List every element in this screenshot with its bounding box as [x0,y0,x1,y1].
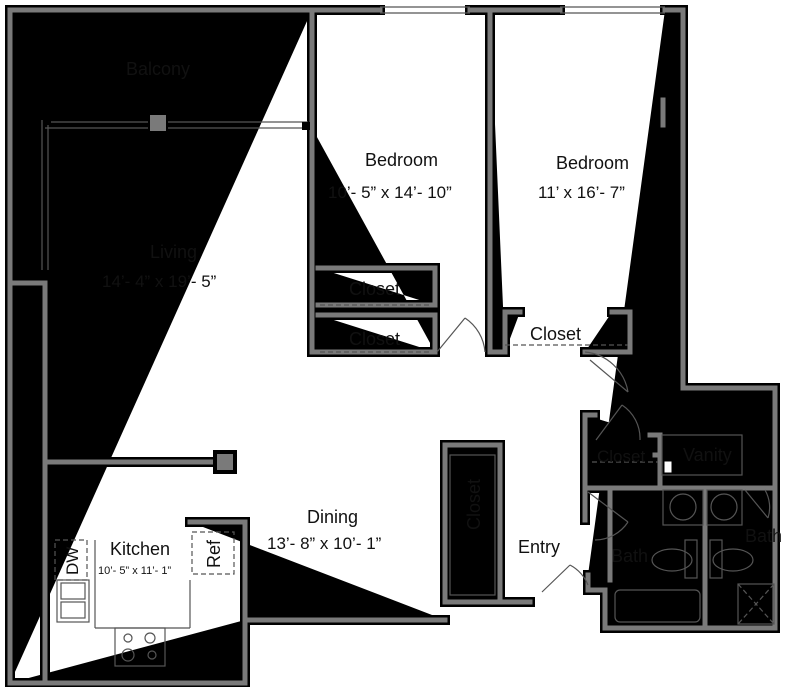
bedroom1-label: Bedroom [365,150,438,170]
closet-label: Closet [349,279,400,299]
vanity-label: Vanity [683,445,732,465]
refrigerator-label: Ref [204,539,224,568]
living-label: Living [150,242,197,262]
windows-and-glass [41,6,665,270]
living-dims: 14’- 4” x 19’- 5” [102,272,217,291]
dining-dims: 13’- 8” x 10’- 1” [267,534,382,553]
shower [737,583,775,625]
toilet [712,548,754,572]
closet-label: Closet [349,329,400,349]
closet-label: Closet [530,324,581,344]
closet-label: Closet [464,479,484,530]
dining-label: Dining [307,507,358,527]
fixtures [54,434,775,667]
refrigerator [191,531,235,575]
bath-label: Bath [611,546,648,566]
dishwasher-label: DW [63,547,82,575]
bedroom1-dims: 10’- 5” x 14’- 10” [328,183,452,202]
entry-label: Entry [518,537,560,557]
toilet [651,548,693,572]
closet-label: Closet [597,447,645,466]
pillar [213,450,237,474]
closet-shelf [449,454,496,596]
room-labels: Balcony Living 14’- 4” x 19’- 5” Bedroom… [63,59,782,577]
doors [320,304,771,593]
balcony-label: Balcony [126,59,190,79]
bath-sink [662,489,704,526]
pillar [146,111,170,135]
bedroom2-dims: 11’ x 16’- 7” [538,183,625,202]
stove [114,627,166,667]
walls [10,10,775,683]
bath-sink [706,489,743,526]
vanity-counter [661,434,743,476]
bedroom2-label: Bedroom [556,153,629,173]
bath-label: Bath [745,526,782,546]
kitchen-label: Kitchen [110,539,170,559]
bathtub [614,589,701,623]
kitchen-dims: 10’- 5” x 11’- 1” [98,565,171,577]
sink [56,579,90,623]
